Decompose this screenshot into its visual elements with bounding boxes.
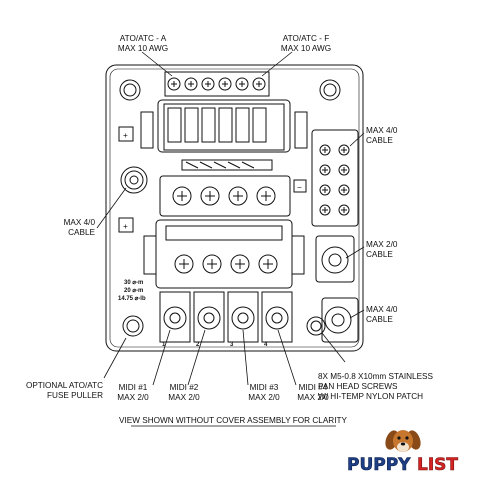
logo-text-left: PUPPY: [347, 455, 411, 475]
ato-screw: [235, 77, 249, 91]
mount-hole-tl: [119, 79, 141, 101]
bus-screw: [338, 184, 350, 196]
upper-bus-bar: [159, 175, 291, 217]
position-number-2: 2: [196, 342, 200, 348]
caption: VIEW SHOWN WITHOUT COVER ASSEMBLY FOR CL…: [119, 416, 347, 425]
plus-symbol-top: +: [123, 131, 128, 140]
housing-outline: [105, 64, 364, 352]
midi-screw: [230, 254, 250, 274]
plus-symbol-left: +: [123, 222, 128, 231]
logo-text-right: LIST: [417, 455, 458, 475]
bus-screw: [228, 186, 248, 206]
dog-icon: [385, 430, 421, 452]
midi-fuse-bay: [143, 219, 305, 289]
midi-stud: [163, 306, 187, 330]
midi-screw: [174, 254, 194, 274]
rating-line-1: 30 ⌀-m: [124, 280, 143, 286]
right-stud-4-0: [321, 297, 359, 343]
bus-screw: [319, 204, 331, 216]
bus-screw: [256, 186, 276, 206]
mount-hole-br: [306, 316, 326, 336]
fuse-puller: [181, 159, 273, 171]
bus-screw: [200, 186, 220, 206]
minus-box: [293, 179, 307, 193]
bus-screw: [319, 184, 331, 196]
right-bus-bar: [311, 129, 359, 227]
midi-stud: [265, 306, 289, 330]
midi-screw: [202, 254, 222, 274]
ato-screw: [167, 77, 181, 91]
bus-screw: [338, 144, 350, 156]
ato-screw: [184, 77, 198, 91]
rating-line-3: 14.75 ⌀-lb: [118, 296, 146, 302]
ato-screw: [201, 77, 215, 91]
midi-output-studs: [159, 291, 293, 343]
bus-screw: [172, 186, 192, 206]
bus-screw: [338, 164, 350, 176]
bus-screw: [319, 144, 331, 156]
ato-screw: [218, 77, 232, 91]
ato-screw: [252, 77, 266, 91]
bus-screw: [338, 204, 350, 216]
minus-symbol: −: [297, 183, 302, 192]
puppylist-logo: PUPPY LIST: [347, 430, 459, 475]
mount-hole-bl: [122, 315, 144, 337]
left-cable-stud: [120, 166, 148, 194]
midi-stud: [197, 306, 221, 330]
ato-terminal-screws: [164, 71, 270, 97]
midi-screw: [258, 254, 278, 274]
mount-hole-tr: [319, 79, 341, 101]
position-number-4: 4: [264, 342, 268, 348]
bus-screw: [319, 164, 331, 176]
plus-box-top: [118, 126, 134, 142]
midi-stud: [231, 306, 255, 330]
position-number-1: 1: [162, 342, 166, 348]
position-number-3: 3: [230, 342, 234, 348]
rating-line-2: 20 ⌀-m: [124, 288, 143, 294]
leader-lines: [96, 51, 365, 386]
plus-box-left: [118, 217, 134, 233]
right-stud-2-0: [315, 235, 355, 283]
ato-fuse-bay: [140, 99, 308, 153]
